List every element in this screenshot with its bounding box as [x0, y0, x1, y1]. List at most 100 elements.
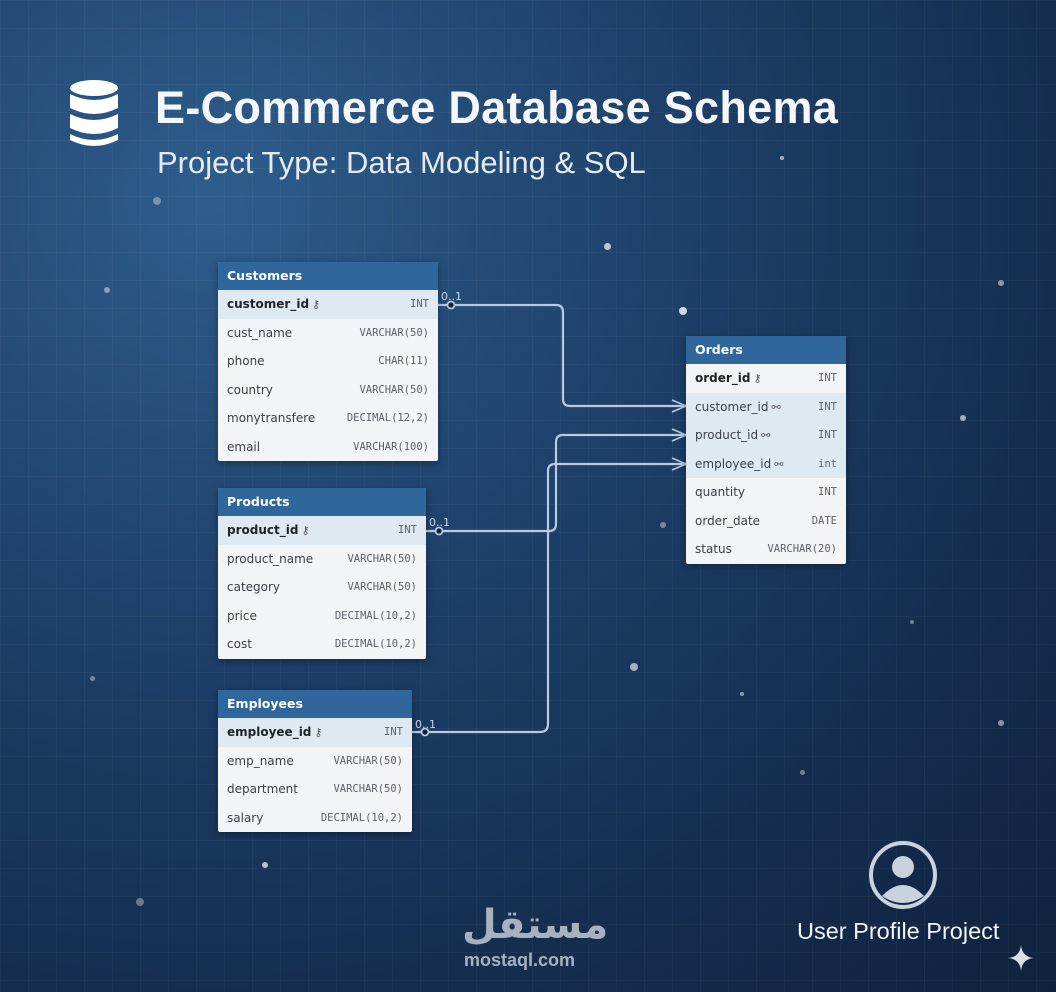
- mostaql-logo-arabic: مستقل: [462, 902, 609, 948]
- star: [800, 770, 805, 775]
- field-type: VARCHAR(50): [359, 383, 429, 396]
- table-row[interactable]: order_id⚷ INT: [686, 364, 846, 393]
- field-name: category: [227, 580, 281, 594]
- star: [104, 287, 110, 293]
- field-name: department: [227, 782, 298, 796]
- relation-employees-orders: [412, 462, 686, 734]
- field-name: country: [227, 382, 273, 397]
- database-icon: [70, 80, 118, 146]
- star: [780, 156, 784, 160]
- cardinality-label: 0..1: [415, 718, 436, 731]
- field-name: email: [227, 439, 261, 454]
- field-name: price: [227, 608, 257, 623]
- table-row[interactable]: employee_id⚷ INT: [218, 718, 412, 747]
- key-icon: ⚷: [314, 726, 323, 739]
- page-subtitle: Project Type: Data Modeling & SQL: [157, 145, 646, 180]
- key-icon: ⚷: [312, 298, 321, 311]
- table-row[interactable]: customer_id⚷ INT: [218, 290, 438, 319]
- star: [998, 720, 1004, 726]
- field-type: CHAR(11): [378, 355, 429, 367]
- field-name: emp_name: [227, 753, 294, 768]
- table-row[interactable]: category VARCHAR(50): [218, 573, 426, 602]
- link-icon: ⚯: [774, 457, 784, 471]
- field-type: DECIMAL(10,2): [320, 811, 403, 824]
- table-row[interactable]: status VARCHAR(20): [686, 535, 846, 564]
- field-type: VARCHAR(100): [353, 440, 429, 453]
- sparkle-icon: [1008, 945, 1034, 971]
- relation-products-orders: [426, 433, 686, 533]
- field-name: status: [695, 542, 732, 556]
- profile-label: User Profile Project: [797, 918, 1000, 944]
- field-type: VARCHAR(50): [347, 581, 417, 593]
- table-row[interactable]: product_name VARCHAR(50): [218, 545, 426, 574]
- relation-customers-orders: [438, 303, 686, 408]
- field-name: order_id: [695, 371, 751, 385]
- star: [660, 522, 666, 528]
- field-type: INT: [398, 524, 417, 536]
- field-type: INT: [818, 429, 837, 441]
- table-orders[interactable]: Orders order_id⚷INT customer_id⚯INT prod…: [686, 336, 846, 564]
- table-row[interactable]: department VARCHAR(50): [218, 775, 412, 804]
- field-type: INT: [410, 298, 429, 310]
- connector-end: [434, 526, 444, 536]
- mostaql-logo-url: mostaql.com: [464, 950, 576, 970]
- user-profile-icon[interactable]: [868, 840, 938, 910]
- field-name: employee_id: [695, 456, 772, 471]
- star: [153, 197, 161, 205]
- table-row[interactable]: country VARCHAR(50): [218, 376, 438, 405]
- field-name: product_id: [695, 428, 759, 442]
- table-row[interactable]: email VARCHAR(100): [218, 433, 438, 462]
- field-name: product_name: [227, 551, 314, 566]
- star: [136, 898, 144, 906]
- field-name: cust_name: [227, 325, 293, 340]
- field-type: INT: [818, 400, 837, 413]
- star: [604, 243, 611, 250]
- field-type: INT: [384, 726, 403, 738]
- table-row[interactable]: product_id⚯ INT: [686, 421, 846, 450]
- table-row[interactable]: salary DECIMAL(10,2): [218, 804, 412, 833]
- field-type: DECIMAL(10,2): [334, 638, 417, 650]
- star: [960, 415, 966, 421]
- field-type: VARCHAR(50): [347, 552, 417, 565]
- star: [630, 663, 638, 671]
- field-name: customer_id: [227, 297, 310, 311]
- table-row[interactable]: employee_id⚯int: [686, 449, 846, 478]
- table-header: Products: [218, 488, 426, 516]
- field-name: product_id: [227, 523, 299, 537]
- table-row[interactable]: emp_name VARCHAR(50): [218, 747, 412, 776]
- link-icon: ⚯: [761, 429, 771, 442]
- table-header: Customers: [218, 262, 438, 290]
- table-row[interactable]: product_id⚷ INT: [218, 516, 426, 545]
- field-type: VARCHAR(50): [333, 783, 403, 795]
- table-header: Employees: [218, 690, 412, 718]
- field-name: customer_id: [695, 399, 769, 414]
- field-type: INT: [818, 486, 837, 498]
- table-header: Orders: [686, 336, 846, 364]
- field-type: INT: [818, 372, 837, 384]
- key-icon: ⚷: [753, 372, 762, 385]
- connector-end: [420, 727, 430, 737]
- table-row[interactable]: customer_id⚯INT: [686, 392, 846, 421]
- field-type: VARCHAR(50): [333, 754, 403, 767]
- field-type: VARCHAR(20): [767, 543, 837, 555]
- connector-end: [446, 300, 456, 310]
- cardinality-label: 0..1: [441, 290, 462, 303]
- key-icon: ⚷: [301, 524, 310, 537]
- star: [262, 862, 268, 868]
- field-name: employee_id: [227, 725, 312, 739]
- cardinality-label: 0..1: [429, 516, 450, 529]
- field-name: salary: [227, 810, 264, 825]
- field-name: order_date: [695, 513, 761, 528]
